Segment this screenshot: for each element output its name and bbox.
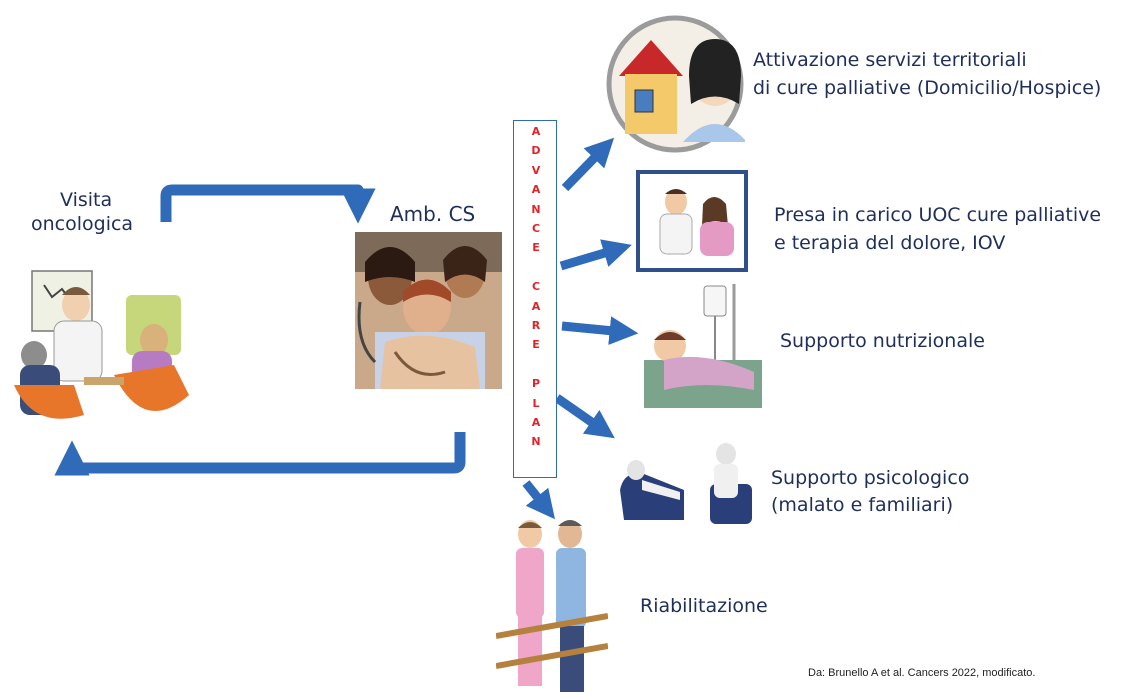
- arrow-to-rehab: [522, 480, 555, 520]
- acp-letter: A: [531, 183, 541, 197]
- source-citation: Da: Brunello A et al. Cancers 2022, modi…: [808, 667, 1036, 679]
- arrow-visit-to-amb: [160, 184, 376, 224]
- uoc-label-line1: Presa in carico UOC cure palliative: [774, 204, 1102, 226]
- nutrition-label: Supporto nutrizionale: [780, 330, 985, 352]
- rehabilitation-icon: [496, 520, 608, 692]
- psych-label-line2: (malato e familiari): [771, 494, 954, 516]
- visit-label-line1: Visita: [60, 189, 113, 211]
- rehab-label: Riabilitazione: [640, 595, 768, 617]
- arrow-amb-to-visit: [54, 432, 466, 476]
- oncology-visit-illustration: [14, 270, 189, 419]
- acp-letter: E: [532, 241, 540, 255]
- uoc-palliative-icon: [636, 170, 748, 272]
- territorial-label-line2: di cure palliative (Domicilio/Hospice): [753, 77, 1102, 99]
- acp-letter: A: [531, 299, 541, 313]
- acp-letter: N: [531, 202, 541, 216]
- visit-label-line2: oncologica: [31, 213, 134, 235]
- acp-letter: N: [531, 435, 541, 449]
- acp-letter: L: [532, 396, 540, 410]
- acp-letter: C: [531, 222, 541, 235]
- acp-letter: D: [531, 144, 541, 158]
- amb-cs-label: Amb. CS: [390, 202, 476, 226]
- acp-letter: A: [531, 416, 541, 429]
- acp-letter: V: [531, 163, 541, 177]
- territorial-services-icon: [606, 15, 745, 153]
- acp-letter: A: [531, 125, 541, 138]
- arrow-to-territorial: [561, 137, 615, 192]
- arrow-to-nutrition: [561, 316, 639, 345]
- territorial-label-line1: Attivazione servizi territoriali: [753, 49, 1027, 71]
- amb-cs-photo: [355, 232, 502, 389]
- acp-letter: R: [531, 319, 541, 332]
- psych-label-line1: Supporto psicologico: [771, 467, 970, 489]
- nutrition-support-icon: [644, 284, 762, 408]
- acp-letter: P: [531, 377, 541, 391]
- arrow-to-uoc: [559, 239, 632, 271]
- acp-letter: E: [532, 338, 540, 352]
- psychological-support-icon: [620, 443, 752, 524]
- acp-letter: C: [531, 280, 541, 294]
- uoc-label-line2: e terapia del dolore, IOV: [774, 232, 1006, 254]
- arrow-to-psych: [554, 394, 615, 439]
